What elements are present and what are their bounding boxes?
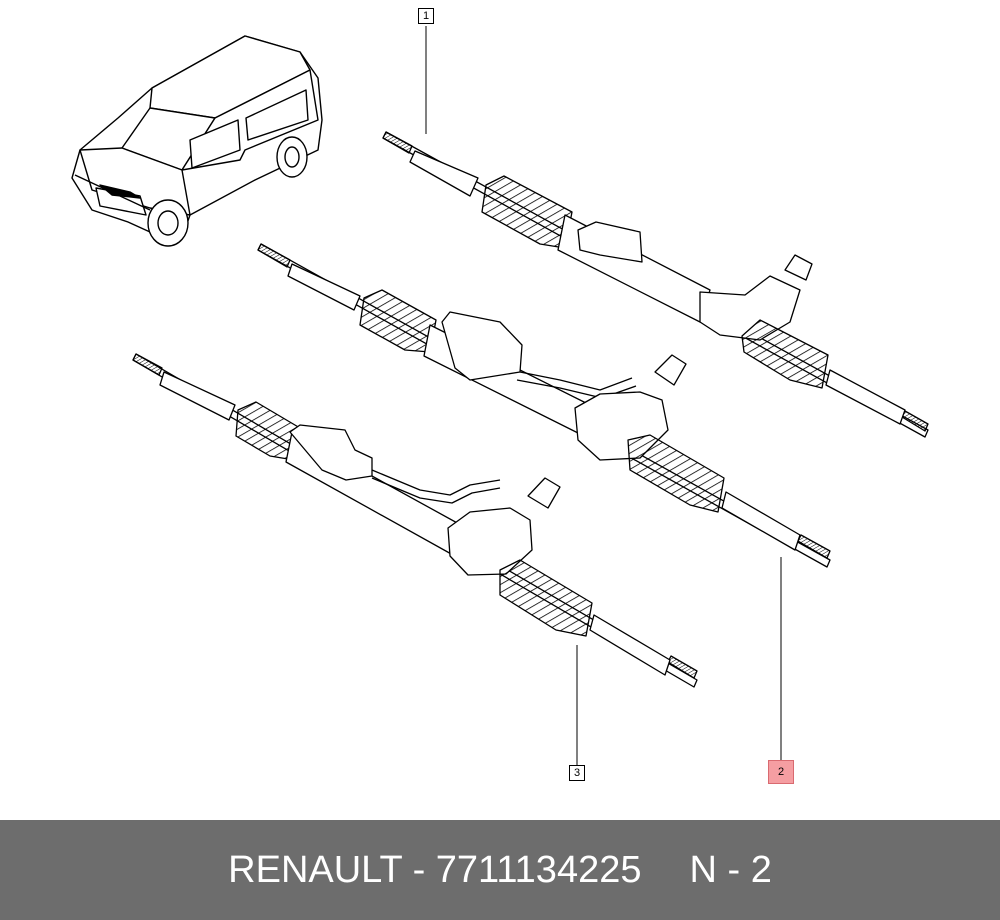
diagram-reference-label: N - 2 (689, 848, 772, 891)
callout-2: 2 (768, 760, 794, 784)
footer-bar: RENAULT - 7711134225 N - 2 (0, 820, 1000, 920)
leader-lines (425, 26, 782, 765)
callout-3: 3 (569, 765, 585, 781)
steering-rack-1 (382, 131, 929, 438)
parts-diagram (71, 26, 929, 765)
steering-rack-2 (257, 243, 831, 568)
callout-1: 1 (418, 8, 434, 24)
steering-rack-3 (132, 353, 698, 688)
part-number-label: RENAULT - 7711134225 (228, 848, 642, 891)
vehicle-illustration (71, 35, 323, 247)
